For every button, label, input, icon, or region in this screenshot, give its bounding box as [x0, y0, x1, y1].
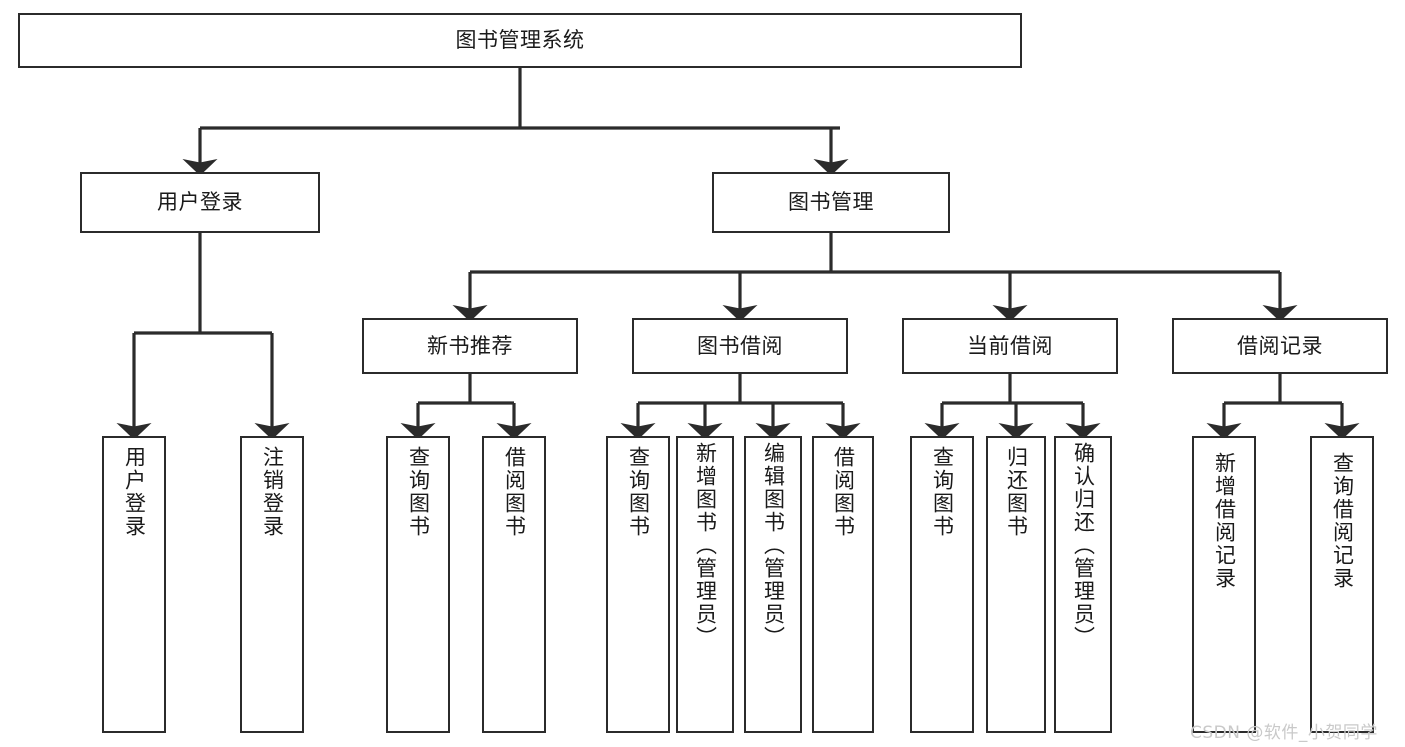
node-new-book-rec[interactable]: 新书推荐: [362, 318, 578, 374]
node-book-borrow-label: 图书借阅: [697, 333, 783, 358]
node-leaf-query-book-rec-label: 查询图书: [406, 446, 431, 538]
node-current-borrow-label: 当前借阅: [967, 333, 1053, 358]
node-leaf-borrow-book-label: 借阅图书: [831, 446, 856, 538]
node-leaf-query-borrow-record[interactable]: 查询借阅记录: [1310, 436, 1374, 733]
node-leaf-query-book-rec[interactable]: 查询图书: [386, 436, 450, 733]
node-leaf-add-book-label: 新增图书（管理员）: [693, 442, 718, 649]
node-book-manage[interactable]: 图书管理: [712, 172, 950, 233]
node-leaf-return-book-label: 归还图书: [1004, 446, 1029, 538]
node-leaf-return-book[interactable]: 归还图书: [986, 436, 1046, 733]
node-leaf-add-borrow-record-label: 新增借阅记录: [1212, 452, 1237, 590]
node-new-book-rec-label: 新书推荐: [427, 333, 513, 358]
node-user-login[interactable]: 用户登录: [80, 172, 320, 233]
node-leaf-confirm-return[interactable]: 确认归还（管理员）: [1054, 436, 1112, 733]
node-book-borrow[interactable]: 图书借阅: [632, 318, 848, 374]
node-leaf-query-book-cur-label: 查询图书: [930, 446, 955, 538]
node-leaf-user-logout[interactable]: 注销登录: [240, 436, 304, 733]
node-borrow-record[interactable]: 借阅记录: [1172, 318, 1388, 374]
node-book-manage-label: 图书管理: [788, 190, 874, 215]
node-current-borrow[interactable]: 当前借阅: [902, 318, 1118, 374]
csdn-watermark: CSDN @软件_小贺同学: [1190, 723, 1378, 743]
node-leaf-query-book-borrow[interactable]: 查询图书: [606, 436, 670, 733]
node-leaf-query-book-cur[interactable]: 查询图书: [910, 436, 974, 733]
node-leaf-borrow-book-rec[interactable]: 借阅图书: [482, 436, 546, 733]
node-leaf-add-borrow-record[interactable]: 新增借阅记录: [1192, 436, 1256, 733]
node-leaf-user-login-label: 用户登录: [122, 446, 147, 538]
node-leaf-borrow-book-rec-label: 借阅图书: [502, 446, 527, 538]
node-leaf-query-book-borrow-label: 查询图书: [626, 446, 651, 538]
node-leaf-user-login[interactable]: 用户登录: [102, 436, 166, 733]
node-borrow-record-label: 借阅记录: [1237, 333, 1323, 358]
node-leaf-confirm-return-label: 确认归还（管理员）: [1071, 442, 1096, 649]
node-leaf-borrow-book[interactable]: 借阅图书: [812, 436, 874, 733]
node-leaf-query-borrow-record-label: 查询借阅记录: [1330, 452, 1355, 590]
node-root[interactable]: 图书管理系统: [18, 13, 1022, 68]
node-leaf-add-book[interactable]: 新增图书（管理员）: [676, 436, 734, 733]
node-user-login-label: 用户登录: [157, 190, 243, 215]
node-root-label: 图书管理系统: [455, 28, 585, 53]
node-leaf-edit-book[interactable]: 编辑图书（管理员）: [744, 436, 802, 733]
node-leaf-edit-book-label: 编辑图书（管理员）: [761, 442, 786, 649]
node-leaf-user-logout-label: 注销登录: [260, 446, 285, 538]
